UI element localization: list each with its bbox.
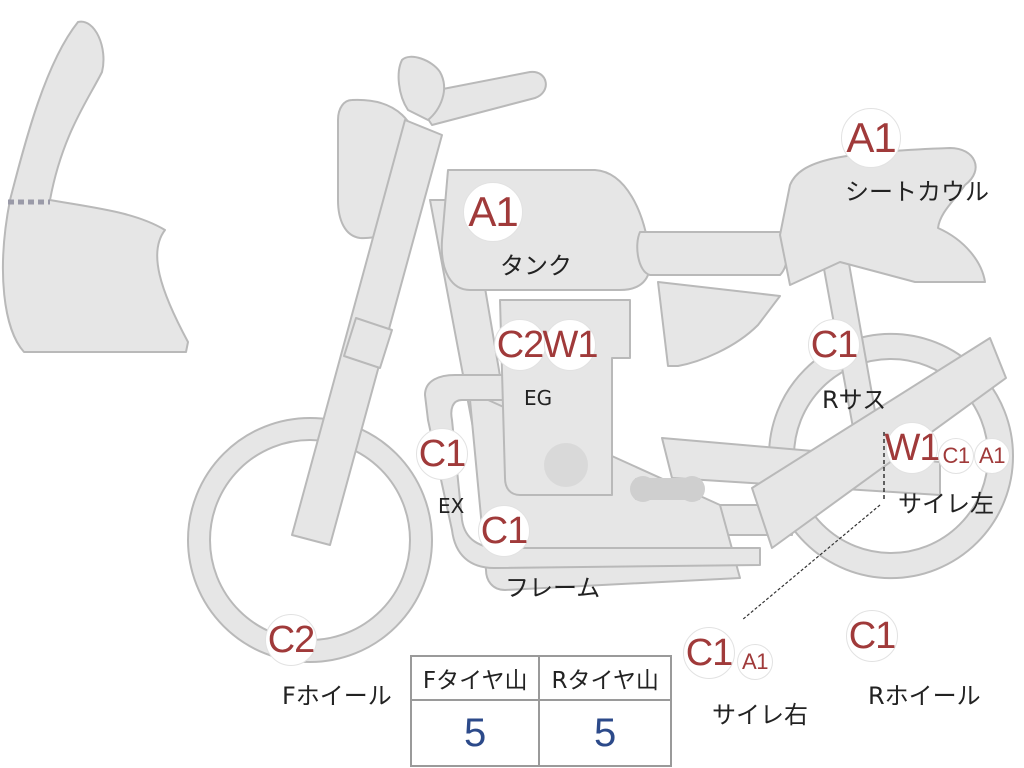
seat-cowl-label: シートカウル	[845, 178, 989, 206]
muffler-left-grade-2: C1	[938, 438, 974, 474]
muffler-right-label: サイレ右	[712, 701, 808, 729]
exhaust-label: EX	[438, 494, 465, 518]
exhaust-grade: C1	[416, 428, 468, 480]
muffler-left-grade-1: W1	[885, 422, 941, 474]
rear-wheel-grade: C1	[846, 610, 898, 662]
tank-label: タンク	[500, 252, 572, 280]
front-wheel-label: Fホイール	[282, 682, 392, 710]
front-tread-value: 5	[411, 700, 541, 766]
engine-label: EG	[524, 386, 553, 410]
seat-shape	[636, 231, 789, 276]
muffler-left-grade-3: A1	[974, 438, 1010, 474]
handlebar-shape	[411, 70, 547, 126]
tail-cowl-shape	[779, 147, 986, 286]
muffler-right-grade-1: C1	[683, 627, 735, 679]
fork-cover-shape	[343, 317, 393, 369]
muffler-left-label: サイレ左	[898, 490, 994, 518]
engine-grade-2: W1	[543, 319, 599, 371]
rear-tread-value: 5	[594, 710, 617, 755]
rear-wheel-label: Rホイール	[868, 682, 981, 710]
mirror-shape	[397, 55, 446, 121]
front-cowl-shape	[2, 20, 189, 353]
rear-suspension-grade: C1	[808, 319, 860, 371]
front-wheel-grade: C2	[265, 614, 317, 666]
seat-cowl-grade: A1	[841, 108, 901, 168]
tire-tread-table: Fタイヤ山 Rタイヤ山 5 5	[410, 655, 672, 767]
rear-tread-header: Rタイヤ山	[539, 656, 671, 701]
side-cover-shape	[657, 281, 781, 367]
rear-suspension-label: Rサス	[822, 386, 887, 414]
tank-grade: A1	[463, 182, 523, 242]
footpeg-end-left-shape	[630, 476, 656, 502]
exhaust-shape	[424, 374, 761, 569]
frame-grade: C1	[478, 505, 530, 557]
muffler-shape	[751, 337, 1007, 549]
engine-cover-shape	[544, 443, 588, 487]
footpeg-end-right-shape	[679, 476, 705, 502]
engine-grade-1: C2	[494, 319, 546, 371]
front-wheel-shape	[187, 417, 433, 663]
muffler-right-grade-2: A1	[737, 644, 773, 680]
front-tread-header: Fタイヤ山	[411, 656, 541, 701]
frame-label: フレーム	[505, 574, 601, 602]
